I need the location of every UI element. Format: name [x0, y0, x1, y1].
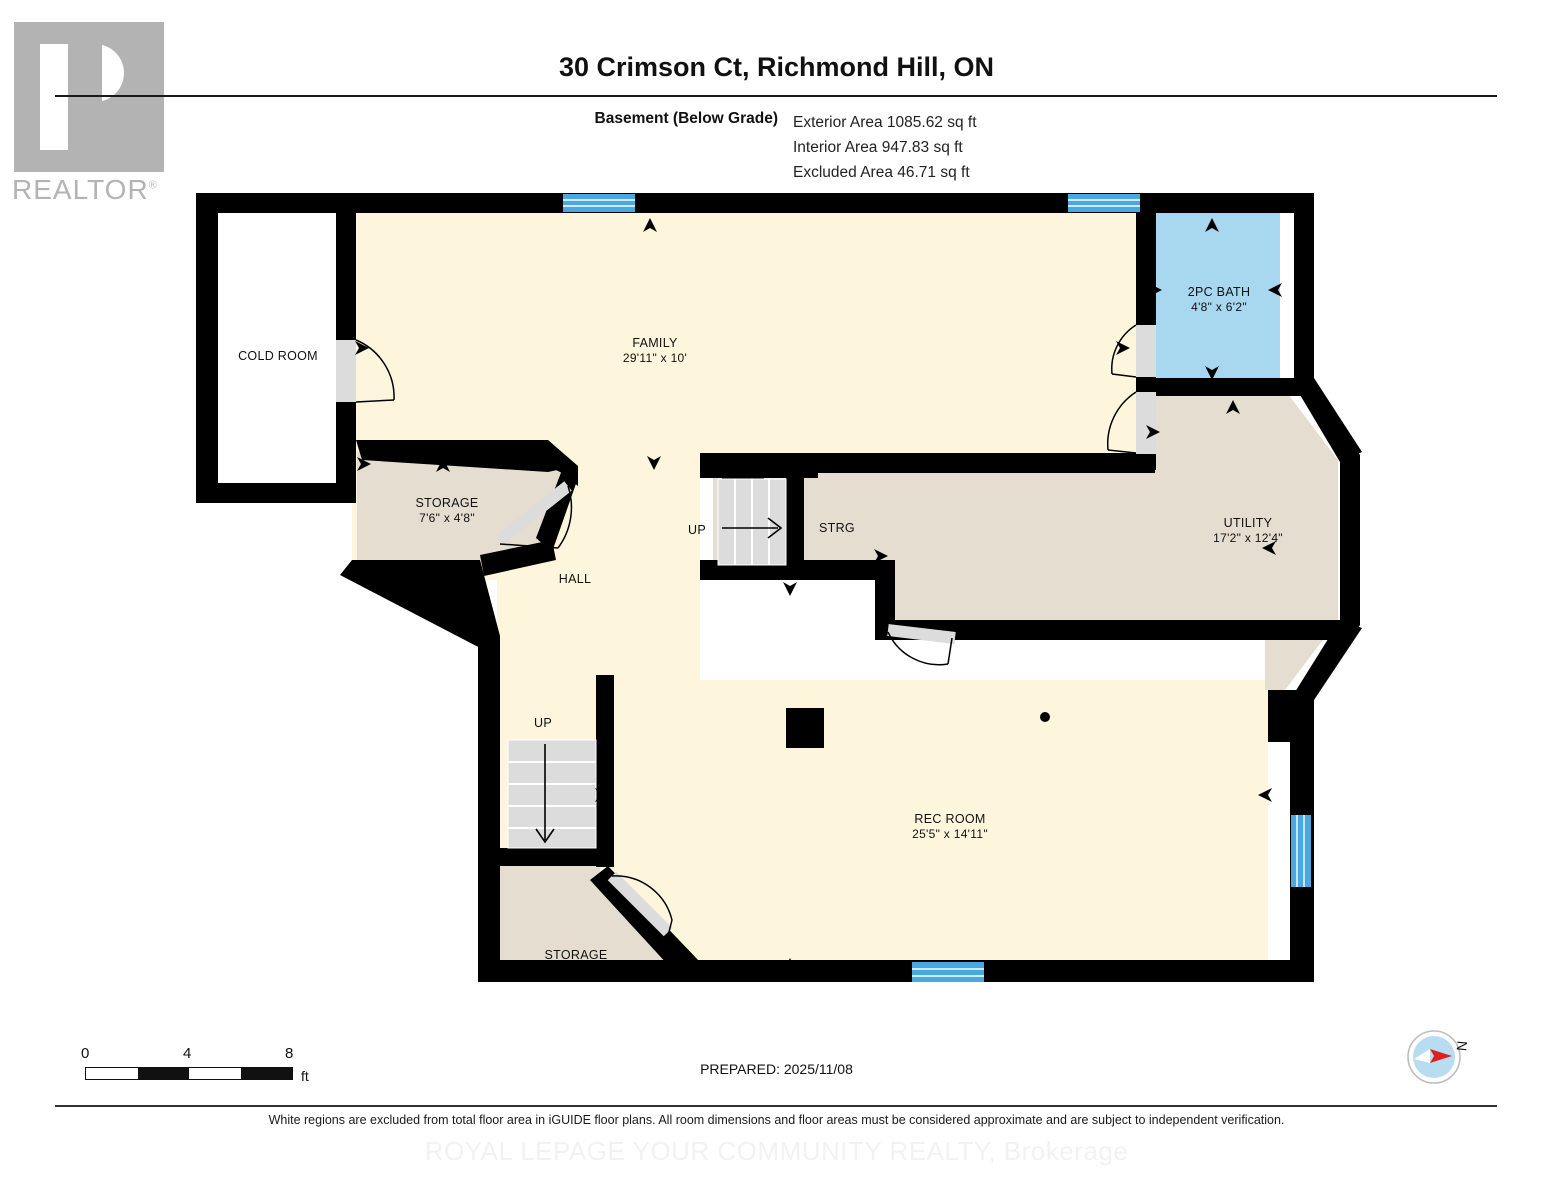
- wall-hall-angle-mid2: [480, 540, 556, 576]
- area-summary: Exterior Area 1085.62 sq ft Interior Are…: [793, 110, 977, 185]
- wall-top: [196, 193, 1314, 213]
- wall-stair2-bottom: [500, 848, 614, 866]
- window-right-rec: [1291, 815, 1311, 887]
- brokerage-watermark: ROYAL LEPAGE YOUR COMMUNITY REALTY, Brok…: [424, 1136, 1129, 1166]
- door-storage-lower: [607, 871, 673, 937]
- wall-right-inner: [1268, 690, 1290, 742]
- disclaimer-text: White regions are excluded from total fl…: [268, 1113, 1285, 1127]
- realtor-logo-bar: [40, 44, 68, 150]
- wall-family-bottom: [805, 453, 1155, 473]
- scale-bar: 0 4 8 ft: [81, 1045, 325, 1095]
- scale-tick-4: 4: [183, 1045, 192, 1062]
- floor-plan: [196, 193, 1362, 982]
- page-title: 30 Crimson Ct, Richmond Hill, ON: [558, 52, 995, 82]
- wall-stair1-bottom: [700, 564, 804, 580]
- wall-stair1-right: [786, 462, 804, 574]
- wall-stair1-post: [722, 455, 764, 479]
- fixture-post: [786, 708, 824, 748]
- room-fill-family-upper: [232, 210, 1146, 440]
- floor-plan-svg: [196, 193, 1362, 982]
- wall-storage-lower-angle: [590, 866, 700, 978]
- room-fill-bath: [1155, 210, 1280, 380]
- scale-ticks: 0 4 8: [81, 1045, 325, 1065]
- door-utility-bottom: [887, 624, 956, 666]
- room-label-2pc-bath: 2PC BATH 4'8" x 6'2": [1187, 285, 1251, 314]
- wall-hall-diagonal: [340, 560, 500, 650]
- compass-icon: [1407, 1030, 1461, 1084]
- wall-utility-bay-bot: [1290, 620, 1362, 700]
- room-fill-recroom: [600, 680, 1275, 975]
- window-top-right: [1068, 194, 1140, 212]
- stair-label-up-2: UP: [534, 716, 552, 730]
- realtor-logo-mark: [14, 22, 164, 172]
- scale-tick-0: 0: [81, 1045, 90, 1062]
- room-label-storage-upper: STORAGE 7'6" x 4'8": [415, 496, 479, 525]
- scale-unit-label: ft: [301, 1068, 309, 1084]
- room-label-rec-room: REC ROOM 25'5" x 14'11": [912, 812, 988, 841]
- wall-utility-bay: [1294, 385, 1360, 695]
- exterior-area: Exterior Area 1085.62 sq ft: [793, 114, 977, 131]
- wall-hall-angle-upper: [356, 440, 576, 472]
- title-divider: [55, 95, 1497, 97]
- wall-right-upper: [1294, 193, 1314, 393]
- fixture-dot: [1040, 712, 1050, 722]
- prepared-date: PREPARED: 2025/11/08: [700, 1061, 853, 1077]
- wall-utility-bay-top: [1290, 378, 1362, 462]
- room-label-cold-room: COLD ROOM: [238, 349, 318, 363]
- room-label-storage-lower: STORAGE: [544, 948, 608, 962]
- room-label-strg: STRG: [819, 521, 855, 535]
- room-fill-coldroom: [218, 212, 340, 487]
- room-fill-hall-lower: [352, 578, 700, 855]
- scale-tick-8: 8: [285, 1045, 294, 1062]
- wall-coldroom-bottom: [196, 483, 354, 503]
- level-label: Basement (Below Grade): [594, 110, 778, 127]
- wall-utility-bottom: [1268, 620, 1343, 640]
- compass-north-label: N: [1453, 1040, 1471, 1052]
- room-fill-storage-upper: [357, 452, 577, 572]
- stair-label-up-1: UP: [688, 523, 706, 537]
- wall-left-lower: [478, 636, 500, 980]
- wall-stair2-right: [596, 675, 614, 867]
- realtor-logo-bowl-inner: [68, 44, 102, 102]
- camera-markers: [355, 218, 1282, 972]
- room-label-family: FAMILY 29'11" x 10': [622, 336, 688, 365]
- room-fill-utility: [713, 390, 1338, 690]
- excluded-area: Excluded Area 46.71 sq ft: [793, 164, 970, 181]
- door-coldroom: [336, 339, 395, 403]
- realtor-logo: REALTOR®: [12, 22, 187, 205]
- window-bottom-rec: [912, 962, 984, 982]
- compass-rose: N: [1400, 1026, 1480, 1088]
- wall-coldroom-right: [336, 193, 356, 353]
- stairs-up-1: [717, 478, 787, 566]
- door-storage-upper: [496, 481, 573, 549]
- wall-coldroom-right-lower: [336, 400, 356, 503]
- wall-utility-step: [875, 620, 1275, 640]
- wall-bath-bottom: [1136, 378, 1314, 396]
- wall-bottom: [480, 960, 1314, 982]
- wall-left-lower-bottom: [478, 960, 508, 982]
- interior-area: Interior Area 947.83 sq ft: [793, 139, 963, 156]
- footer-divider: [55, 1105, 1497, 1107]
- window-top-left: [563, 194, 635, 212]
- excluded-strip-right: [1268, 740, 1290, 965]
- stairs-up-2: [507, 739, 597, 849]
- room-fill-storage-lower: [500, 855, 693, 975]
- room-label-utility: UTILITY 17'2" x 12'4": [1213, 516, 1283, 545]
- door-utility: [1106, 391, 1156, 454]
- room-label-hall: HALL: [558, 572, 592, 586]
- realtor-logo-text: REALTOR®: [12, 174, 158, 205]
- door-bath: [1111, 324, 1156, 378]
- wall-left: [196, 193, 218, 503]
- scale-bar-graphic: [85, 1067, 293, 1080]
